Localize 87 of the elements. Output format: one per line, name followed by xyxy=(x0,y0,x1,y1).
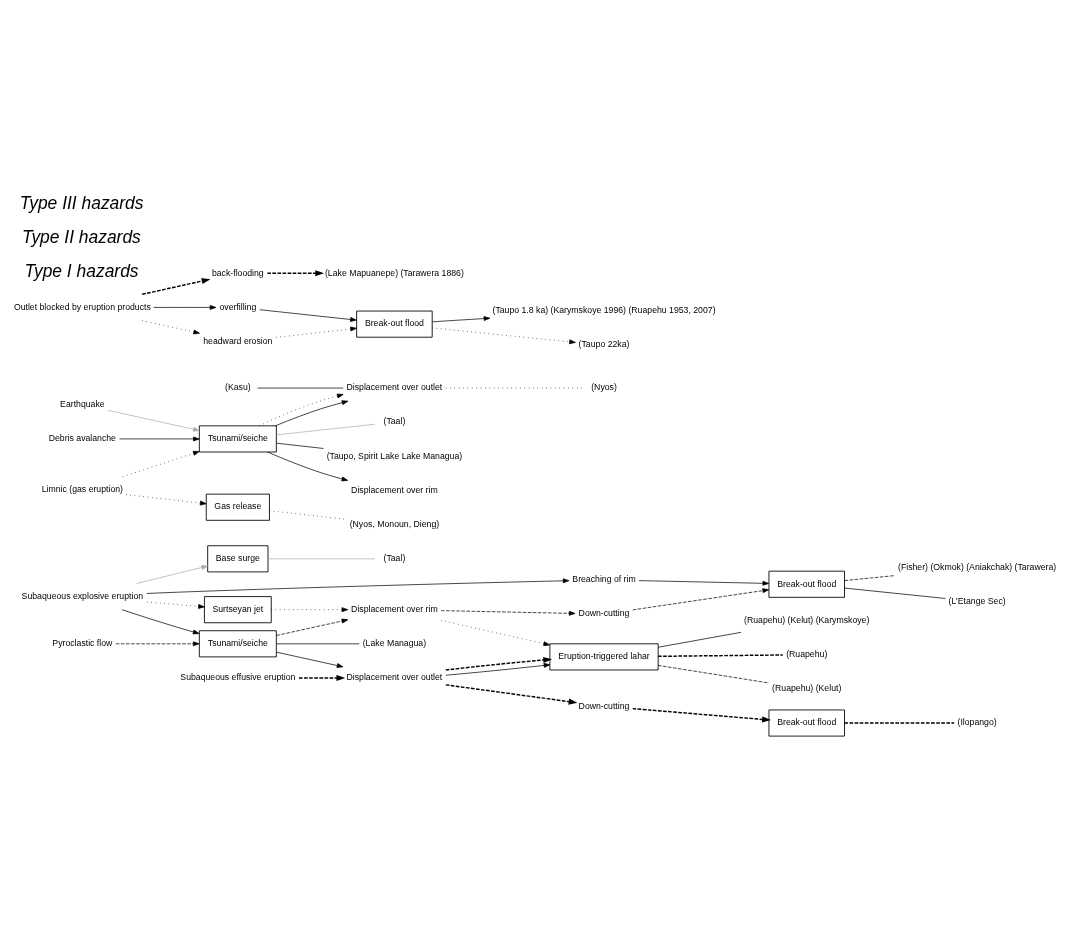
arrow xyxy=(632,707,771,723)
connector xyxy=(657,665,770,684)
arrow xyxy=(259,309,357,322)
arrow xyxy=(275,326,357,338)
arrow xyxy=(136,565,208,584)
node-text: Subaqueous effusive eruption xyxy=(180,672,296,683)
node-text: Displacement over rim xyxy=(351,603,438,614)
node-text: (Lake Managua) xyxy=(362,638,427,649)
node-text: Displacement over rim xyxy=(351,484,438,495)
node-text: Pyroclastic flow xyxy=(52,638,113,649)
node-box: Break-out flood xyxy=(768,570,845,598)
arrow xyxy=(276,618,349,636)
arrow xyxy=(141,320,200,335)
arrow xyxy=(440,619,551,646)
arrow xyxy=(266,270,325,277)
node-text: headward erosion xyxy=(203,335,273,346)
node-text: (Nyos) xyxy=(591,382,617,393)
node-text: (Kasu) xyxy=(225,382,251,393)
arrow xyxy=(146,578,570,594)
arrow xyxy=(274,400,349,427)
arrow xyxy=(259,393,344,427)
node-box: Tsunami/seiche xyxy=(198,630,277,658)
node-text: Down-cutting xyxy=(578,608,630,619)
connector xyxy=(276,423,376,436)
label: Type I hazards xyxy=(24,261,139,282)
node-text: (Lake Mapuanepe) (Tarawera 1886) xyxy=(324,267,464,278)
node-box: Gas release xyxy=(205,493,270,521)
arrow xyxy=(632,588,770,611)
node-text: overfilling xyxy=(219,301,257,312)
connector xyxy=(657,631,742,648)
node-box: Break-out flood xyxy=(356,310,433,338)
connector xyxy=(844,587,946,599)
node-text: (Nyos, Monoun, Dieng) xyxy=(349,518,440,529)
arrow xyxy=(445,663,551,676)
arrow xyxy=(121,609,200,635)
node-text: (Ruapehu) xyxy=(786,648,828,659)
node-text: (Ilopango) xyxy=(957,717,997,728)
arrow xyxy=(440,610,576,616)
arrow xyxy=(125,494,207,506)
node-text: Breaching of rim xyxy=(572,574,636,585)
node-box: Break-out flood xyxy=(768,709,845,737)
connector xyxy=(657,654,784,658)
connector xyxy=(276,643,360,645)
node-text: Limnic (gas eruption) xyxy=(41,484,123,495)
node-text: back-flooding xyxy=(211,267,264,278)
node-text: (Fisher) (Okmok) (Aniakchak) (Tarawera) xyxy=(898,561,1057,572)
arrow xyxy=(270,607,349,613)
node-text: (Taal) xyxy=(383,416,406,427)
node-box: Surtseyan jet xyxy=(204,596,272,624)
arrow xyxy=(445,656,553,671)
node-text: Displacement over outlet xyxy=(346,382,443,393)
arrow xyxy=(445,684,578,705)
node-text: Down-cutting xyxy=(578,700,630,711)
node-text: Subaqueous explosive eruption xyxy=(21,590,144,601)
arrow xyxy=(276,651,344,668)
connector xyxy=(843,722,955,724)
arrow xyxy=(432,316,491,323)
arrow xyxy=(107,409,200,432)
node-text: Displacement over outlet xyxy=(346,672,443,683)
arrow xyxy=(115,641,200,647)
label: Type II hazards xyxy=(22,226,141,247)
node-text: Earthquake xyxy=(60,399,105,410)
connector xyxy=(276,442,324,449)
node-text: Debris avalanche xyxy=(48,433,116,444)
arrow xyxy=(146,601,205,609)
node-text: (Taupo 1.8 ka) (Karymskoye 1996) (Ruapehu 1953, 2007) xyxy=(492,305,716,316)
connector xyxy=(267,558,376,560)
node-text: (Taal) xyxy=(383,553,406,564)
node-text: (Taupo, Spirit Lake Lake Managua) xyxy=(326,450,463,461)
node-text: (L’Etange Sec) xyxy=(948,595,1006,606)
arrow xyxy=(122,451,200,478)
node-box: Eruption-triggered lahar xyxy=(549,643,659,671)
arrow xyxy=(153,305,217,310)
arrow xyxy=(298,674,346,682)
label: Type III hazards xyxy=(19,192,144,213)
node-text: (Taupo 22ka) xyxy=(578,339,630,350)
arrow xyxy=(141,278,211,296)
arrow xyxy=(638,580,770,586)
arrow xyxy=(267,451,349,482)
arrow xyxy=(119,436,200,442)
node-text: Outlet blocked by eruption products xyxy=(13,301,151,312)
connector xyxy=(844,575,896,581)
node-text: (Ruapehu) (Kelut) xyxy=(772,683,842,694)
node-text: (Ruapehu) (Kelut) (Karymskoye) xyxy=(744,614,870,625)
arrow xyxy=(432,327,576,345)
node-box: Base surge xyxy=(207,545,269,573)
node-box: Tsunami/seiche xyxy=(198,425,277,453)
